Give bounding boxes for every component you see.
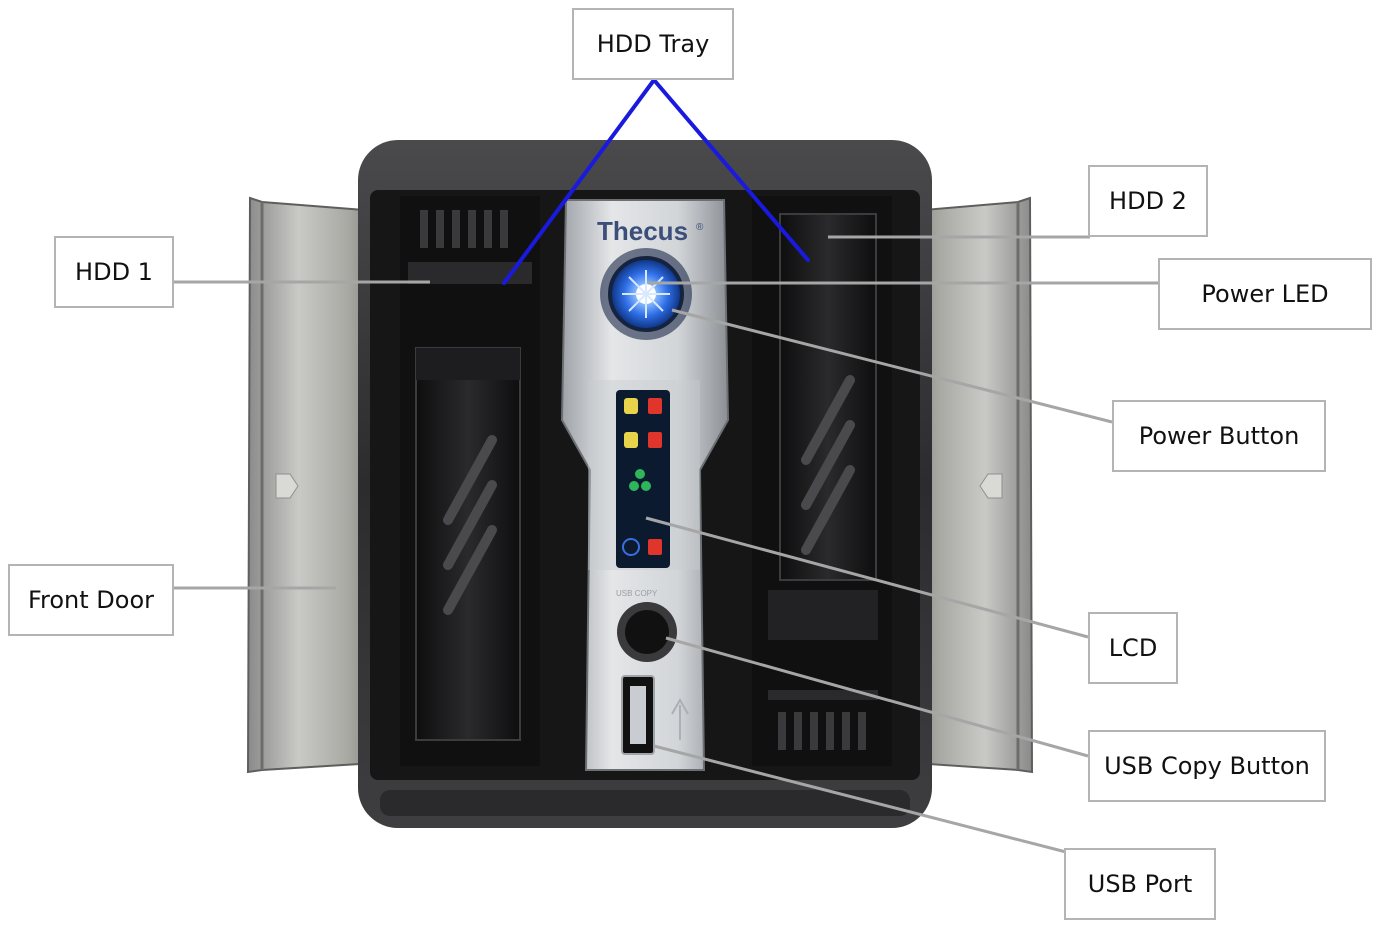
leader-lcd (645, 516, 1089, 639)
network-status-led (629, 469, 651, 491)
usb-port (621, 675, 689, 755)
label-power-button: Power Button (1112, 400, 1326, 472)
brand-registered-mark: ® (696, 222, 704, 233)
hdd-2-tray (752, 196, 892, 766)
hdd-2-status-led (624, 432, 662, 448)
label-front-door: Front Door (8, 564, 174, 636)
label-hdd-2: HDD 2 (1088, 165, 1208, 237)
info-status-led (622, 538, 662, 556)
brand-logo: Thecus (597, 216, 688, 246)
leader-hdd-tray-left (502, 78, 656, 285)
hdd-1-status-led (624, 398, 662, 414)
leader-hdd-tray-right (652, 78, 810, 262)
label-usb-port: USB Port (1064, 848, 1216, 920)
label-lcd: LCD (1088, 612, 1178, 684)
label-hdd-1: HDD 1 (54, 236, 174, 308)
leader-power-button (671, 308, 1113, 424)
leader-usb-copy-button (665, 636, 1089, 758)
lcd-status-panel (616, 390, 670, 568)
label-power-led: Power LED (1158, 258, 1372, 330)
leader-usb-port (653, 744, 1067, 854)
usb-copy-button (617, 602, 677, 662)
label-usb-copy-button: USB Copy Button (1088, 730, 1326, 802)
hdd-1-tray (400, 196, 540, 766)
label-hdd-tray: HDD Tray (572, 8, 734, 80)
usb-copy-caption: USB COPY (616, 589, 658, 598)
power-led (622, 270, 670, 318)
